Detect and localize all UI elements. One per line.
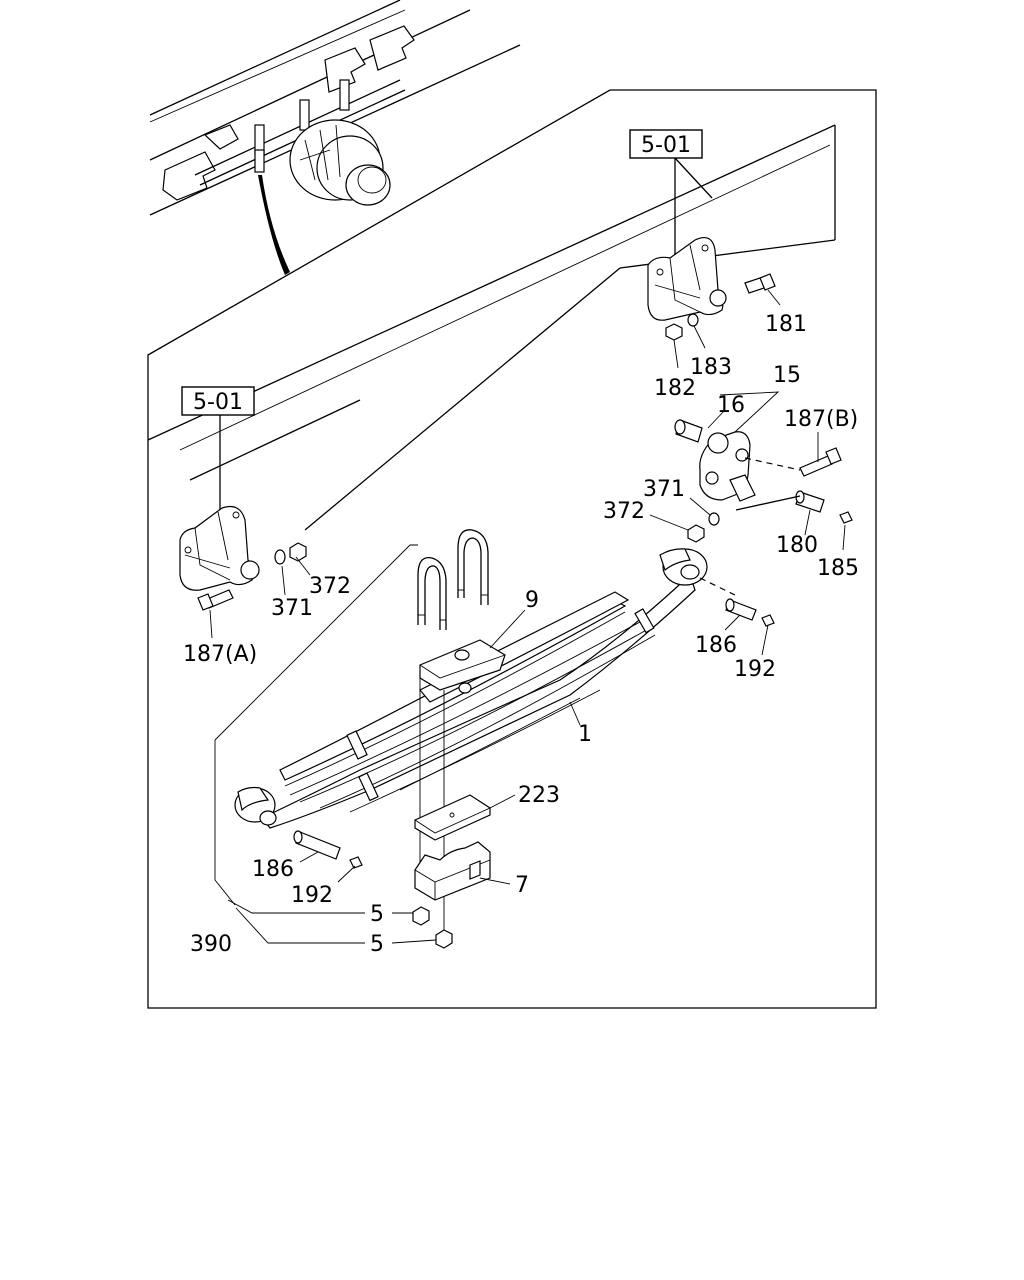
u-bolt-nut bbox=[412, 906, 430, 926]
spring-pin-front bbox=[725, 598, 775, 627]
callout-182: 182 bbox=[654, 376, 696, 401]
callout-192-right: 192 bbox=[734, 657, 776, 682]
reference-box-right: 5-01 bbox=[629, 129, 713, 255]
callout-15: 15 bbox=[773, 363, 801, 388]
shim-plate bbox=[414, 794, 491, 841]
frame-rail bbox=[147, 124, 836, 531]
u-bolt-nut bbox=[435, 929, 453, 949]
callout-371-left: 371 bbox=[271, 596, 313, 621]
callout-leaders bbox=[209, 289, 846, 944]
left-hanger-bracket bbox=[179, 505, 307, 611]
reference-label: 5-01 bbox=[641, 133, 691, 158]
callout-labels: 181 182 183 15 16 187(B) 371 372 180 185… bbox=[183, 312, 859, 957]
callout-9: 9 bbox=[525, 588, 539, 613]
spring-seat-lower bbox=[414, 841, 491, 901]
callout-390: 390 bbox=[190, 932, 232, 957]
callout-5-lower: 5 bbox=[370, 932, 384, 957]
callout-16: 16 bbox=[717, 393, 745, 418]
chassis-overview bbox=[149, 0, 521, 275]
right-hanger-bracket bbox=[647, 237, 776, 341]
callout-187b: 187(B) bbox=[784, 407, 858, 432]
callout-372-left: 372 bbox=[309, 574, 351, 599]
reference-label: 5-01 bbox=[193, 390, 243, 415]
callout-5-upper: 5 bbox=[370, 902, 384, 927]
callout-180: 180 bbox=[776, 533, 818, 558]
callout-186-left: 186 bbox=[252, 857, 294, 882]
callout-187a: 187(A) bbox=[183, 642, 257, 667]
detail-frame bbox=[147, 89, 877, 1009]
callout-186-right: 186 bbox=[695, 633, 737, 658]
spring-seat-upper bbox=[419, 639, 506, 691]
callout-371-right: 371 bbox=[643, 477, 685, 502]
callout-372-right: 372 bbox=[603, 499, 645, 524]
callout-192-left: 192 bbox=[291, 883, 333, 908]
spring-pin-rear bbox=[293, 830, 363, 869]
reference-box-left: 5-01 bbox=[181, 386, 255, 530]
callout-1: 1 bbox=[578, 722, 592, 747]
callout-181: 181 bbox=[765, 312, 807, 337]
callout-185: 185 bbox=[817, 556, 859, 581]
callout-223: 223 bbox=[518, 783, 560, 808]
callout-183: 183 bbox=[690, 355, 732, 380]
shackle-assembly bbox=[674, 419, 853, 543]
callout-7: 7 bbox=[515, 873, 529, 898]
